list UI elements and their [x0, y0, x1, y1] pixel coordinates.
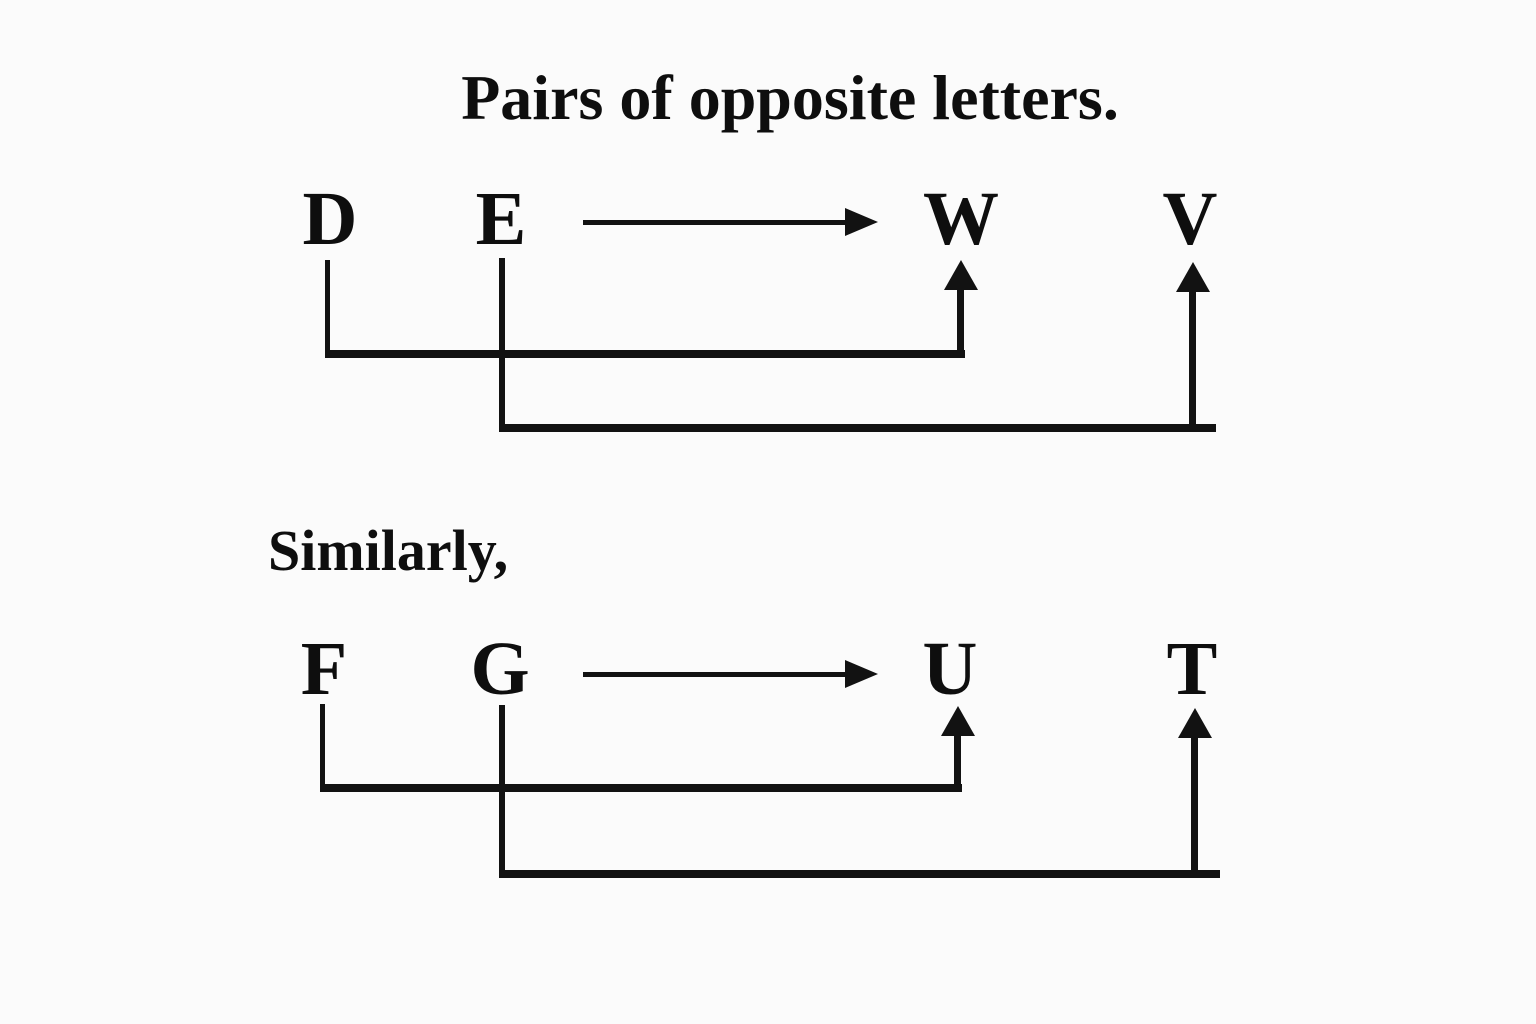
- page-title: Pairs of opposite letters.: [461, 62, 1119, 133]
- connector-d-w-up: [957, 286, 964, 350]
- letter-v: V: [1162, 177, 1218, 261]
- letter-t: T: [1166, 627, 1218, 711]
- arrow-up-icon: [944, 260, 978, 290]
- connector-g-t-across: [499, 870, 1220, 878]
- arrow-up-icon: [1178, 708, 1212, 738]
- connector-e-v-across: [499, 424, 1216, 432]
- connector-f-u-down: [320, 704, 325, 792]
- arrow-up-icon: [941, 706, 975, 736]
- connector-f-u-across: [320, 784, 962, 792]
- connector-d-w-down: [325, 260, 330, 355]
- connector-e-v-up: [1189, 288, 1196, 424]
- connector-e-v-down: [499, 258, 505, 428]
- letter-d: D: [302, 177, 358, 261]
- letter-f: F: [300, 627, 348, 711]
- connector-d-w-across: [325, 350, 965, 358]
- arrow-right-icon: [845, 208, 878, 236]
- letter-u: U: [922, 627, 978, 711]
- similarly-label: Similarly,: [268, 518, 509, 583]
- connector-g-t-up: [1191, 736, 1198, 870]
- letter-e: E: [475, 177, 527, 261]
- arrow-g-to-u-shaft: [583, 672, 847, 677]
- arrow-right-icon: [845, 660, 878, 688]
- arrow-up-icon: [1176, 262, 1210, 292]
- arrow-e-to-w-shaft: [583, 220, 847, 225]
- connector-f-u-up: [954, 732, 961, 784]
- connector-g-t-down: [499, 705, 505, 878]
- letter-w: W: [923, 177, 999, 261]
- letter-g: G: [470, 627, 530, 711]
